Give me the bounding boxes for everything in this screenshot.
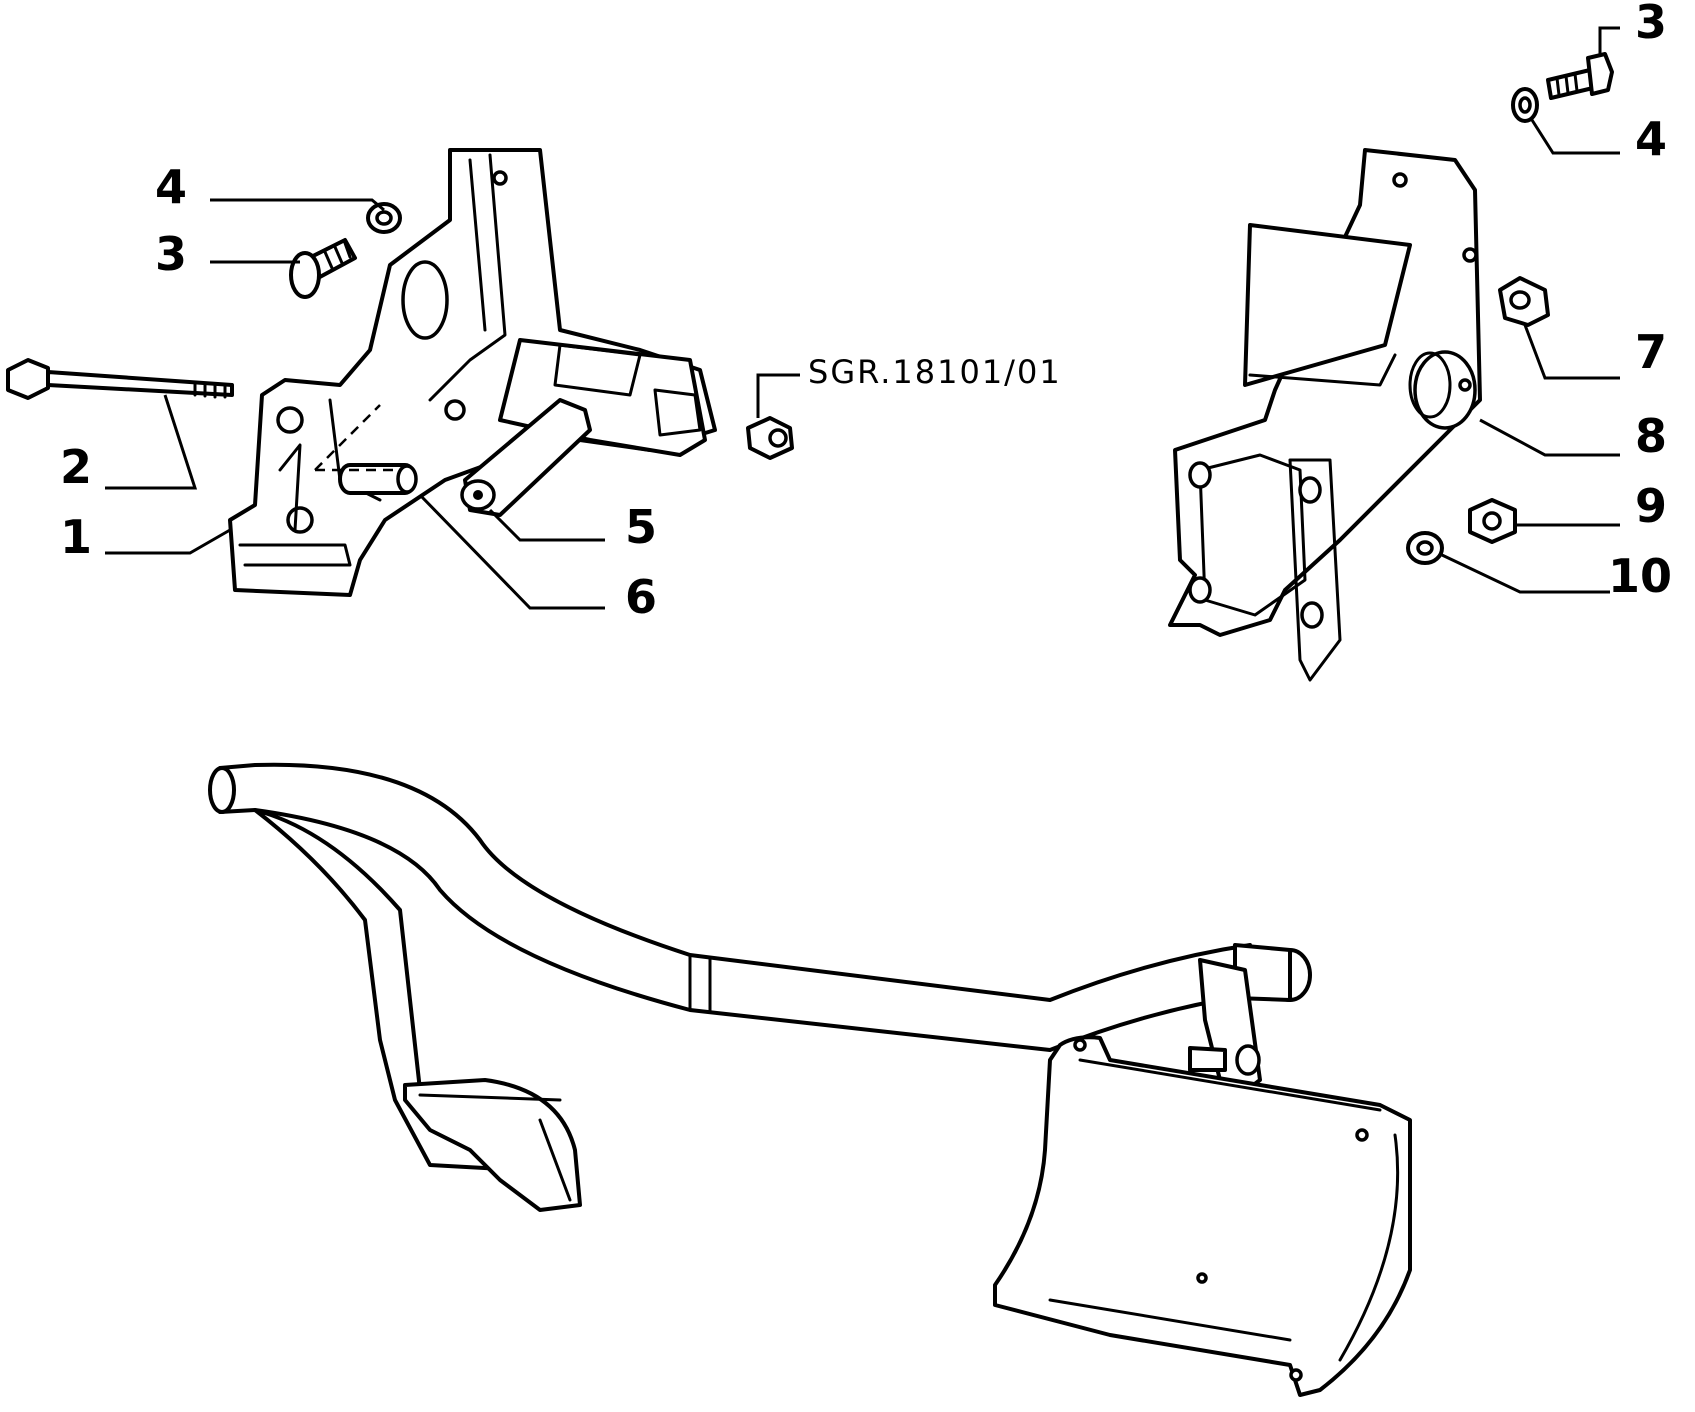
part-2-long-bolt [6, 358, 234, 400]
part-9-nut [1468, 498, 1517, 544]
callout-left-2: 2 [60, 440, 92, 494]
callout-right-7: 7 [1635, 325, 1667, 379]
callout-right-4: 4 [1635, 112, 1667, 166]
leader-right-8 [1479, 418, 1620, 457]
callout-left-3: 3 [155, 227, 187, 281]
leader-left-5 [488, 508, 605, 542]
pedal-cover-plate [993, 1035, 1412, 1397]
leader-right-4 [1530, 119, 1620, 155]
leader-reference [756, 373, 800, 418]
callout-left-1: 1 [60, 510, 92, 564]
leader-left-6 [418, 493, 605, 610]
leader-right-10 [1441, 553, 1610, 594]
leader-right-3 [1598, 26, 1620, 55]
pedal-lever-arm [1188, 958, 1262, 1097]
leader-left-4 [210, 198, 385, 212]
callout-left-5: 5 [625, 500, 657, 554]
part-4-washer-right [1511, 87, 1539, 123]
reference-label: SGR.18101/01 [808, 353, 1062, 391]
callout-right-3: 3 [1635, 0, 1667, 49]
reference-nut [746, 416, 794, 460]
right-pedal-bracket [1168, 148, 1482, 682]
callout-left-6: 6 [625, 570, 657, 624]
brake-pedal-pad [403, 1078, 582, 1212]
leader-right-7 [1523, 324, 1620, 380]
part-6-bushing [338, 463, 418, 495]
part-7-clip [1498, 276, 1550, 327]
assembly-guide-dashed [314, 404, 381, 471]
part-10-washer [1406, 531, 1444, 565]
callout-right-10: 10 [1608, 549, 1672, 603]
callout-right-8: 8 [1635, 409, 1667, 463]
part-3-screw-left [289, 238, 357, 299]
callout-right-9: 9 [1635, 479, 1667, 533]
leader-left-1 [105, 528, 231, 555]
leader-left-2 [105, 394, 198, 490]
callout-left-4: 4 [155, 160, 187, 214]
part-3-screw-right [1546, 52, 1614, 100]
part-4-lock-washer-left [366, 202, 402, 234]
part-5-link-block [460, 398, 592, 517]
